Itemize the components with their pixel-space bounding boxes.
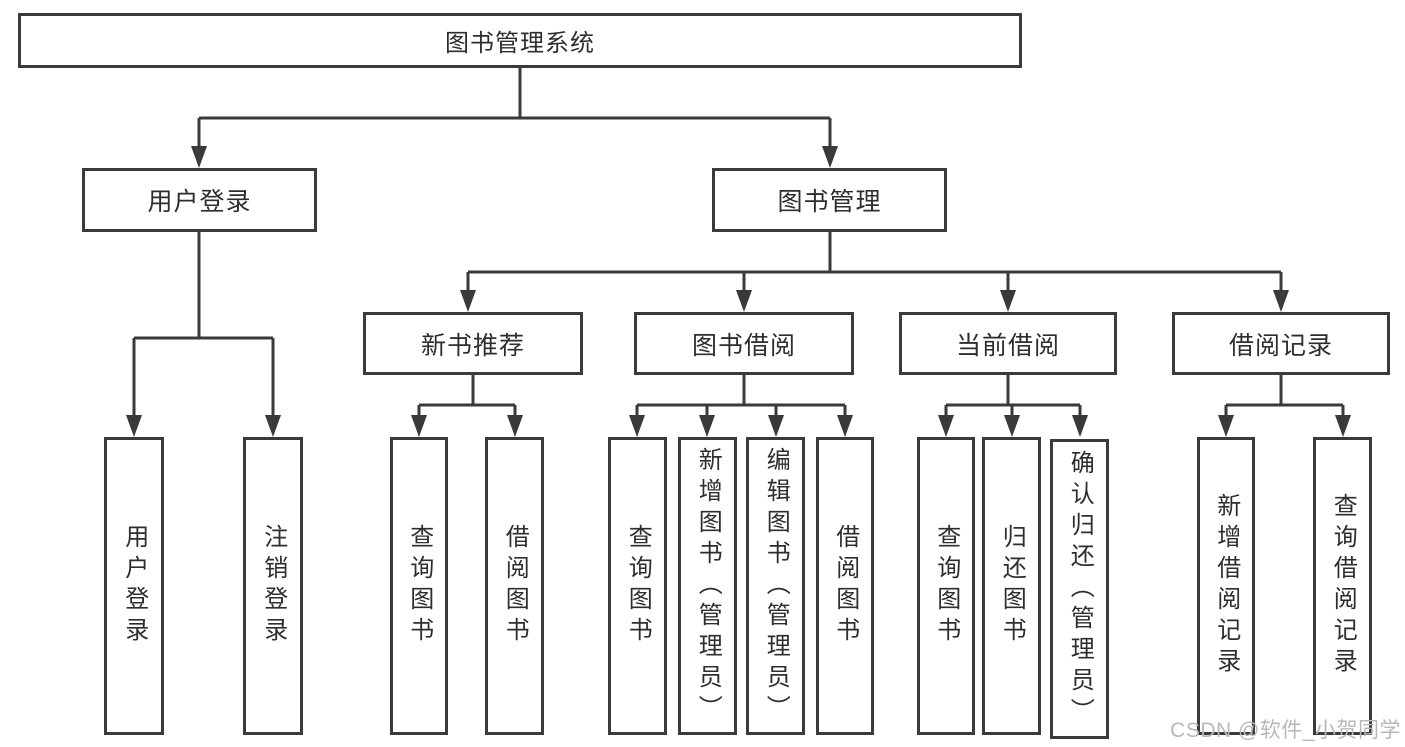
leaf-recommend-query-books: 查询图书	[390, 437, 448, 735]
connector-management-to-level3	[460, 232, 1289, 312]
leaf-logout: 注销登录	[243, 437, 303, 735]
node-borrow-records-label: 借阅记录	[1228, 331, 1333, 360]
leaf-return-books-label: 归还图书	[998, 524, 1026, 648]
node-book-borrow-label: 图书借阅	[691, 331, 796, 360]
node-book-management-label: 图书管理	[777, 188, 882, 216]
connector-records-leaves	[1218, 375, 1351, 437]
leaf-recommend-query-books-label: 查询图书	[405, 524, 433, 648]
node-book-borrow: 图书借阅	[634, 312, 854, 375]
leaf-current-query-books: 查询图书	[917, 437, 975, 735]
leaf-borrow-books: 借阅图书	[816, 437, 874, 735]
leaf-edit-books-admin-label: 编辑图书（管理员）	[762, 446, 790, 726]
node-user-login-label: 用户登录	[147, 188, 252, 216]
leaf-borrow-books-label: 借阅图书	[831, 524, 859, 648]
leaf-add-books-admin: 新增图书（管理员）	[678, 437, 737, 735]
leaf-query-borrow-record: 查询借阅记录	[1313, 437, 1372, 735]
leaf-add-books-admin-label: 新增图书（管理员）	[694, 446, 722, 726]
node-new-book-recommend-label: 新书推荐	[420, 331, 525, 360]
leaf-user-login: 用户登录	[104, 437, 164, 735]
leaf-add-borrow-record-label: 新增借阅记录	[1212, 493, 1240, 679]
leaf-edit-books-admin: 编辑图书（管理员）	[746, 437, 805, 735]
leaf-recommend-borrow-books: 借阅图书	[485, 437, 544, 735]
leaf-current-query-books-label: 查询图书	[932, 524, 960, 648]
leaf-return-books: 归还图书	[982, 437, 1041, 735]
node-book-management: 图书管理	[712, 168, 947, 232]
node-user-login: 用户登录	[82, 168, 317, 232]
node-root-label: 图书管理系统	[445, 30, 595, 57]
leaf-add-borrow-record: 新增借阅记录	[1197, 437, 1255, 735]
leaf-borrow-query-books-label: 查询图书	[624, 524, 652, 648]
node-current-borrow: 当前借阅	[899, 312, 1117, 375]
leaf-borrow-query-books: 查询图书	[608, 437, 667, 735]
connector-recommend-leaves	[411, 375, 523, 437]
leaf-recommend-borrow-books-label: 借阅图书	[501, 524, 529, 648]
node-new-book-recommend: 新书推荐	[363, 312, 583, 375]
leaf-query-borrow-record-label: 查询借阅记录	[1329, 493, 1357, 679]
connector-login-leaves	[126, 232, 281, 437]
leaf-confirm-return-admin-label: 确认归还（管理员）	[1066, 449, 1094, 729]
connector-root-to-level2	[191, 68, 838, 168]
leaf-user-login-label: 用户登录	[120, 524, 148, 648]
connector-current-leaves	[938, 375, 1088, 437]
csdn-watermark: CSDN @软件_小贺同学	[1170, 719, 1401, 742]
node-borrow-records: 借阅记录	[1172, 312, 1390, 375]
node-current-borrow-label: 当前借阅	[955, 331, 1060, 360]
leaf-confirm-return-admin: 确认归还（管理员）	[1050, 439, 1109, 739]
node-root-system: 图书管理系统	[18, 13, 1022, 68]
connector-borrow-leaves	[629, 375, 853, 437]
leaf-logout-label: 注销登录	[259, 524, 287, 648]
